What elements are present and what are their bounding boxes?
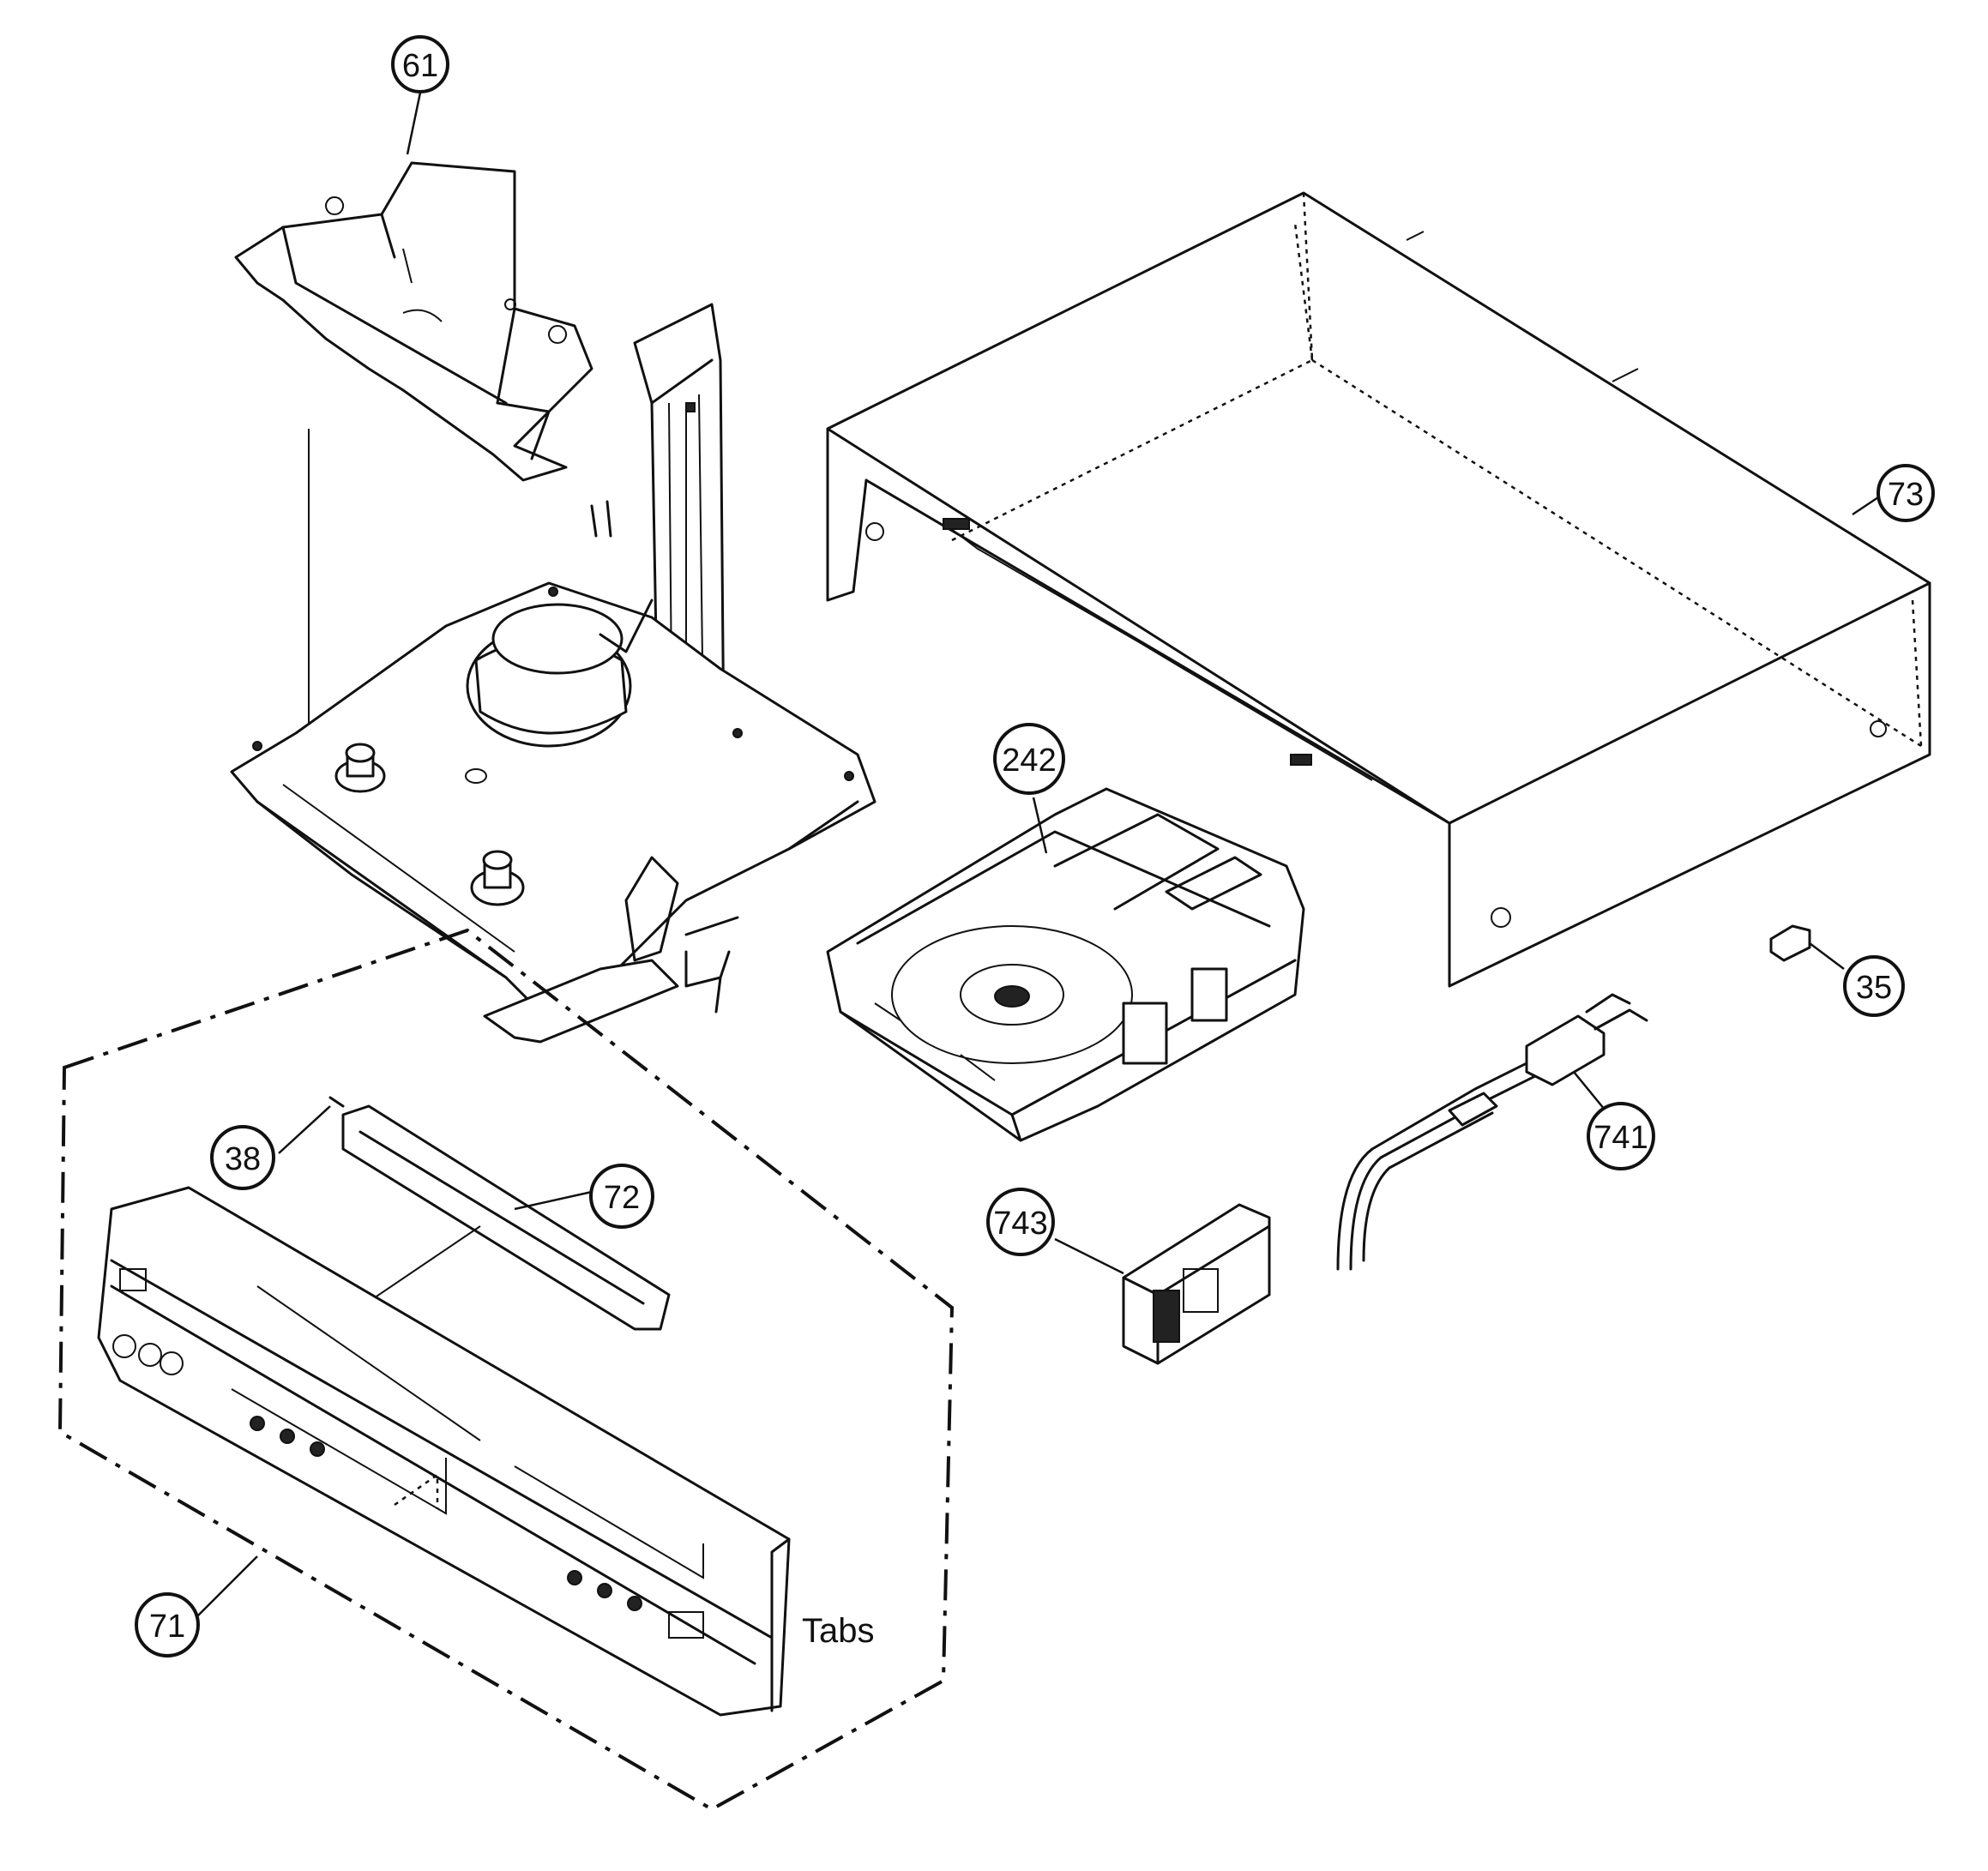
callout-72: 72: [589, 1164, 654, 1229]
small-circuit-board: [1122, 1203, 1271, 1365]
callout-61: 61: [391, 35, 449, 93]
callout-741: 741: [1587, 1102, 1655, 1170]
callout-35-label: 35: [1856, 970, 1892, 1006]
power-cord: [1336, 993, 1648, 1271]
callout-38-label: 38: [225, 1141, 261, 1177]
callout-741-label: 741: [1593, 1120, 1648, 1156]
callout-242: 242: [993, 723, 1065, 795]
front-panel: [97, 1186, 791, 1717]
callout-38: 38: [210, 1125, 275, 1190]
callout-73: 73: [1877, 464, 1935, 522]
callout-743: 743: [986, 1188, 1055, 1256]
front-panel-assembly-outline: [57, 928, 955, 1812]
callout-743-label: 743: [993, 1206, 1047, 1242]
callout-71: 71: [135, 1592, 200, 1657]
small-bracket-part: [1769, 924, 1811, 962]
callout-73-label: 73: [1888, 477, 1924, 513]
callout-72-label: 72: [604, 1180, 640, 1216]
disc-loader-mechanism: [826, 787, 1305, 1142]
callout-35: 35: [1843, 955, 1905, 1017]
chassis-frame: [230, 161, 877, 1044]
callout-71-label: 71: [149, 1609, 185, 1645]
callout-61-label: 61: [402, 48, 438, 84]
tabs-note: Tabs: [802, 1612, 875, 1650]
callout-242-label: 242: [1002, 743, 1056, 779]
top-cover: [826, 191, 1931, 988]
